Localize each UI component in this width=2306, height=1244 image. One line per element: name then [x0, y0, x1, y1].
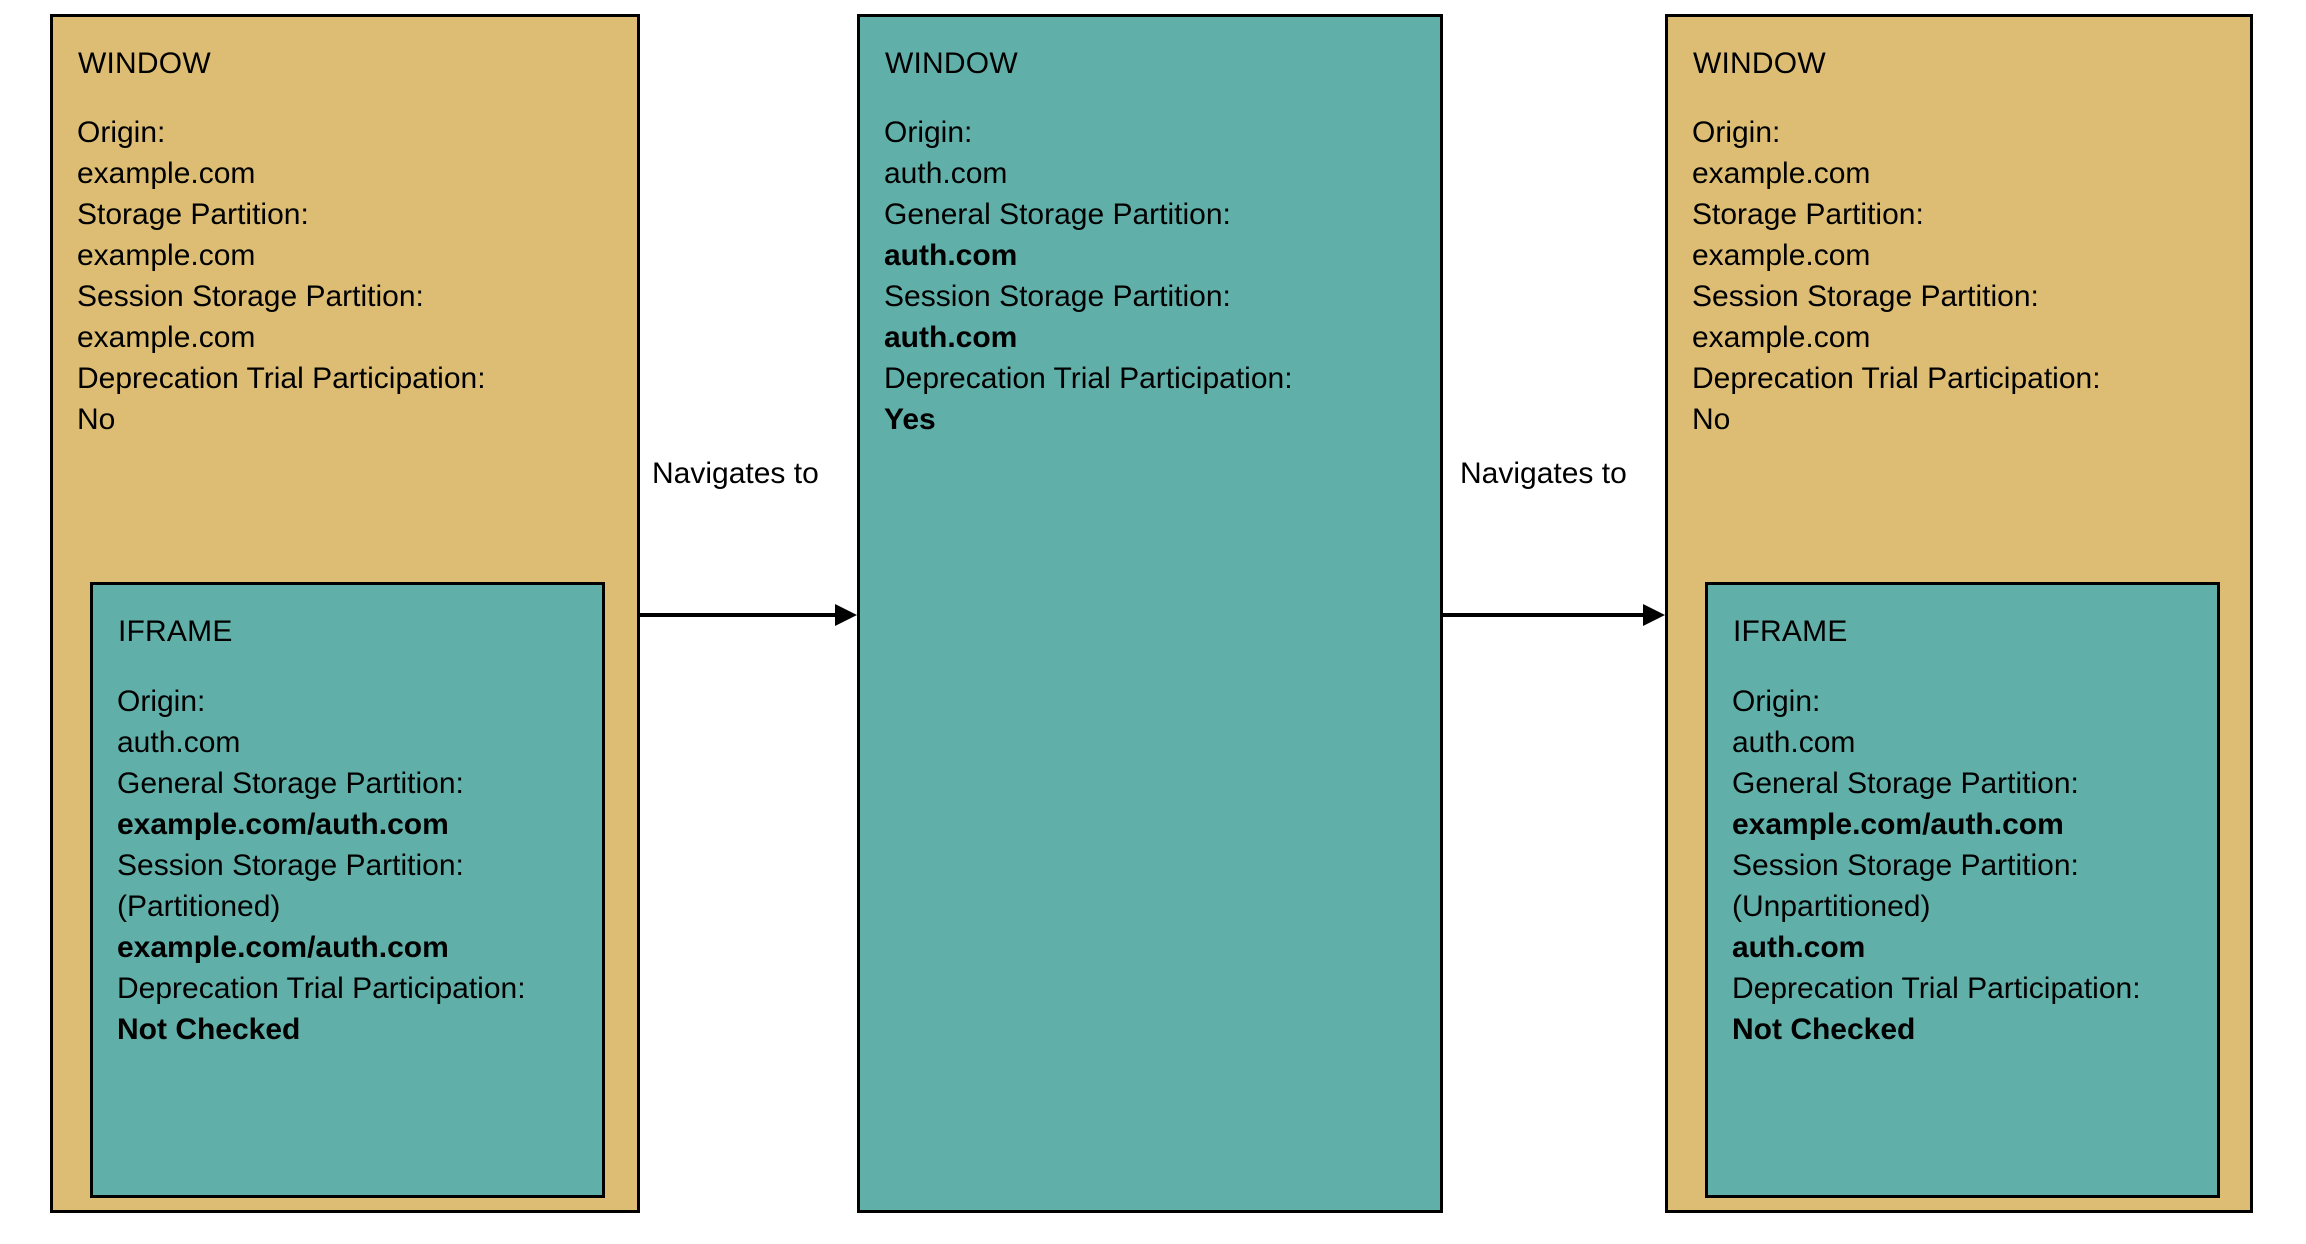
field-key: Deprecation Trial Participation:: [884, 362, 1293, 395]
field-key: Origin:: [1692, 116, 1781, 149]
field-value: Yes: [884, 403, 936, 436]
arrow-1-head: [835, 604, 857, 626]
field-value: auth.com: [117, 726, 241, 759]
field-value: example.com/auth.com: [117, 808, 449, 841]
field-value: example.com/auth.com: [117, 931, 449, 964]
panel-2-title: WINDOW: [885, 47, 1018, 80]
iframe-3-field-session-storage-partition: Session Storage Partition: (Unpartitione…: [1732, 845, 2079, 968]
panel-1-field-session-storage-partition: Session Storage Partition: example.com: [77, 276, 424, 358]
field-key: Storage Partition:: [77, 198, 309, 231]
arrow-1-line: [640, 613, 835, 617]
field-key: Session Storage Partition:: [117, 849, 464, 882]
field-key: Origin:: [1732, 685, 1821, 718]
iframe-3-field-deprecation-trial: Deprecation Trial Participation: Not Che…: [1732, 968, 2141, 1050]
field-value: No: [1692, 403, 1731, 436]
iframe-3-title: IFRAME: [1733, 615, 1848, 648]
iframe-1-field-session-storage-partition: Session Storage Partition: (Partitioned)…: [117, 845, 464, 968]
arrow-1-label: Navigates to: [652, 457, 819, 490]
field-value: Not Checked: [117, 1013, 301, 1046]
arrow-2-label: Navigates to: [1460, 457, 1627, 490]
field-key: General Storage Partition:: [884, 198, 1231, 231]
field-value: No: [77, 403, 116, 436]
iframe-3-field-origin: Origin: auth.com: [1732, 681, 1855, 763]
field-key: Session Storage Partition:: [77, 280, 424, 313]
iframe-1-field-deprecation-trial: Deprecation Trial Participation: Not Che…: [117, 968, 526, 1050]
field-value: example.com: [1692, 239, 1871, 272]
panel-1-field-storage-partition: Storage Partition: example.com: [77, 194, 309, 276]
field-value: auth.com: [1732, 931, 1866, 964]
field-key: Deprecation Trial Participation:: [1692, 362, 2101, 395]
field-value: example.com/auth.com: [1732, 808, 2064, 841]
field-value: example.com: [1692, 157, 1871, 190]
field-value: example.com: [77, 321, 256, 354]
panel-2-field-session-storage-partition: Session Storage Partition: auth.com: [884, 276, 1231, 358]
panel-2-field-deprecation-trial: Deprecation Trial Participation: Yes: [884, 358, 1293, 440]
iframe-panel-3: IFRAME Origin: auth.com General Storage …: [1705, 582, 2220, 1198]
field-value: auth.com: [884, 157, 1008, 190]
panel-3-title: WINDOW: [1693, 47, 1826, 80]
panel-3-field-storage-partition: Storage Partition: example.com: [1692, 194, 1924, 276]
field-key: Storage Partition:: [1692, 198, 1924, 231]
iframe-1-field-origin: Origin: auth.com: [117, 681, 240, 763]
field-key: Session Storage Partition:: [1732, 849, 2079, 882]
panel-3-field-origin: Origin: example.com: [1692, 112, 1870, 194]
field-key: Origin:: [117, 685, 206, 718]
window-panel-1: WINDOW Origin: example.com Storage Parti…: [50, 14, 640, 1213]
panel-1-field-origin: Origin: example.com: [77, 112, 255, 194]
field-value: Not Checked: [1732, 1013, 1916, 1046]
panel-1-field-deprecation-trial: Deprecation Trial Participation: No: [77, 358, 486, 440]
iframe-3-field-general-storage-partition: General Storage Partition: example.com/a…: [1732, 763, 2079, 845]
field-value: example.com: [77, 157, 256, 190]
field-key: Session Storage Partition:: [1692, 280, 2039, 313]
field-key: Origin:: [884, 116, 973, 149]
panel-3-field-deprecation-trial: Deprecation Trial Participation: No: [1692, 358, 2101, 440]
window-panel-3: WINDOW Origin: example.com Storage Parti…: [1665, 14, 2253, 1213]
field-qualifier: (Unpartitioned): [1732, 890, 1931, 923]
panel-1-title: WINDOW: [78, 47, 211, 80]
window-panel-2: WINDOW Origin: auth.com General Storage …: [857, 14, 1443, 1213]
field-key: Deprecation Trial Participation:: [117, 972, 526, 1005]
field-key: General Storage Partition:: [1732, 767, 2079, 800]
iframe-1-title: IFRAME: [118, 615, 233, 648]
arrow-2-line: [1443, 613, 1643, 617]
field-value: auth.com: [1732, 726, 1856, 759]
iframe-1-field-general-storage-partition: General Storage Partition: example.com/a…: [117, 763, 464, 845]
iframe-panel-1: IFRAME Origin: auth.com General Storage …: [90, 582, 605, 1198]
field-value: auth.com: [884, 239, 1018, 272]
field-qualifier: (Partitioned): [117, 890, 281, 923]
field-key: General Storage Partition:: [117, 767, 464, 800]
field-key: Origin:: [77, 116, 166, 149]
panel-2-field-general-storage-partition: General Storage Partition: auth.com: [884, 194, 1231, 276]
field-value: example.com: [1692, 321, 1871, 354]
arrow-2-head: [1643, 604, 1665, 626]
panel-2-field-origin: Origin: auth.com: [884, 112, 1007, 194]
panel-3-field-session-storage-partition: Session Storage Partition: example.com: [1692, 276, 2039, 358]
field-key: Deprecation Trial Participation:: [77, 362, 486, 395]
field-key: Deprecation Trial Participation:: [1732, 972, 2141, 1005]
field-value: example.com: [77, 239, 256, 272]
field-key: Session Storage Partition:: [884, 280, 1231, 313]
field-value: auth.com: [884, 321, 1018, 354]
